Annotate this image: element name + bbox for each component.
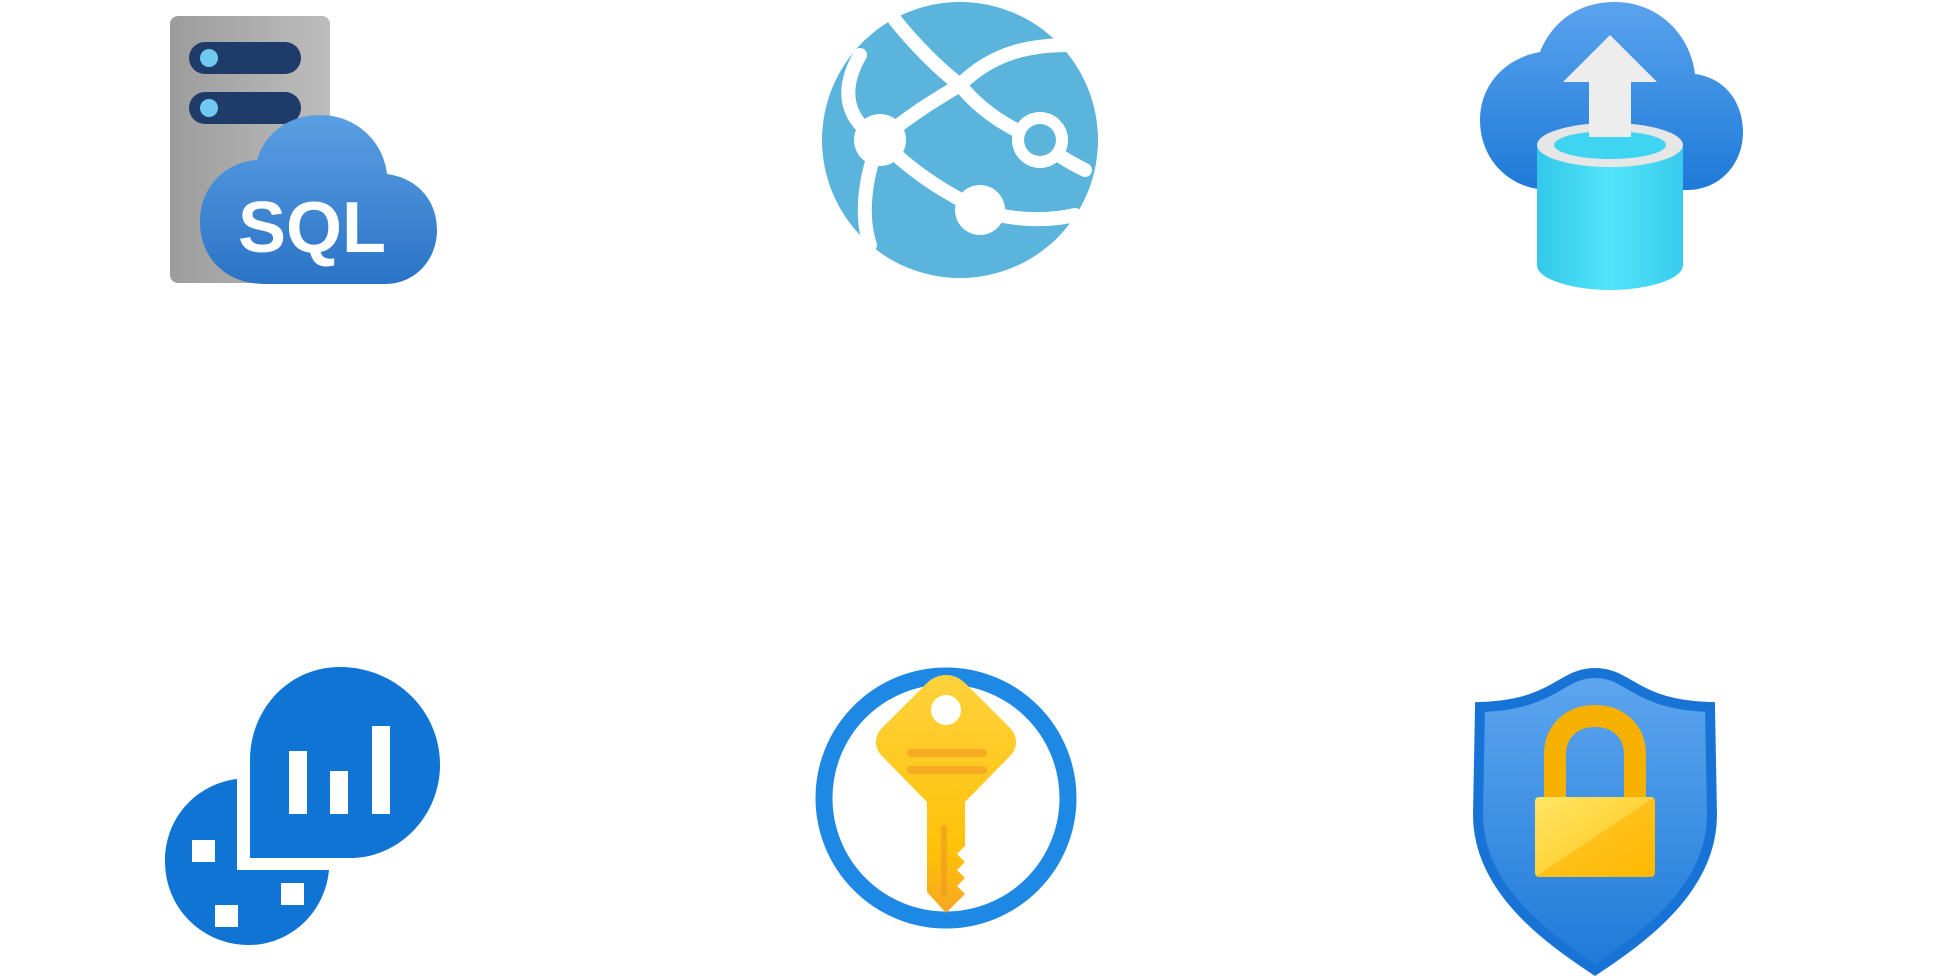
key-stripe	[907, 749, 987, 757]
cloud-storage-upload-icon	[1480, 2, 1743, 290]
large-bubble	[250, 667, 440, 858]
application-insights-icon	[165, 667, 440, 945]
sql-label: SQL	[238, 188, 386, 268]
security-shield-lock-icon	[1472, 667, 1718, 977]
key-groove	[941, 825, 947, 897]
bar	[289, 751, 307, 814]
square	[215, 905, 238, 927]
lock-shackle	[1544, 704, 1646, 805]
app-service-icon	[822, 2, 1098, 278]
sql-database-icon: SQL	[170, 16, 437, 284]
globe	[822, 2, 1098, 278]
square	[281, 883, 304, 905]
server-led	[200, 49, 218, 67]
server-bar	[189, 92, 301, 124]
node	[955, 185, 1005, 235]
node	[854, 114, 906, 166]
bar	[372, 726, 390, 814]
server-bar	[189, 42, 301, 74]
upload-arrow	[1563, 35, 1657, 137]
cylinder-top	[1554, 131, 1666, 159]
node-core	[1024, 124, 1056, 156]
key-vault-icon	[815, 667, 1077, 929]
square	[192, 840, 215, 862]
lock-body	[1535, 797, 1655, 877]
bar	[330, 771, 348, 814]
sql-cloud	[200, 115, 437, 284]
key-hole	[931, 695, 961, 725]
server-led	[200, 99, 218, 117]
key	[876, 675, 1016, 913]
key-stripe	[907, 766, 987, 774]
cylinder-body	[1537, 145, 1683, 290]
